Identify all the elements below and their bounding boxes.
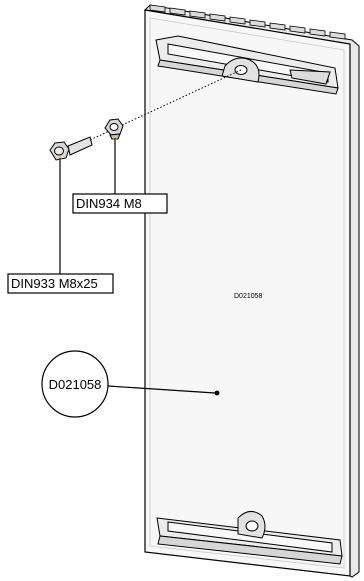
hex-nut [104, 118, 124, 140]
mounting-panel [144, 9, 351, 577]
bottom-mounting-bracket [156, 511, 343, 565]
bottom-bracket-mounting-hole [245, 520, 259, 532]
panel-marking-text: D021058 [234, 293, 263, 300]
item-leader-dot [214, 390, 220, 396]
item-callout: D021058 [41, 350, 109, 418]
nut-label: DIN934 M8 [72, 193, 168, 214]
assembly-path-line [63, 69, 242, 153]
item-callout-text: D021058 [49, 377, 102, 392]
top-mounting-bracket [155, 35, 339, 95]
screw-label-text: DIN933 M8x25 [11, 276, 98, 291]
nut-label-text: DIN934 M8 [76, 196, 142, 211]
hex-bolt [49, 136, 93, 161]
item-leader-line [107, 385, 216, 394]
panel-top-ribs [149, 4, 346, 40]
screw-label: DIN933 M8x25 [7, 273, 114, 294]
